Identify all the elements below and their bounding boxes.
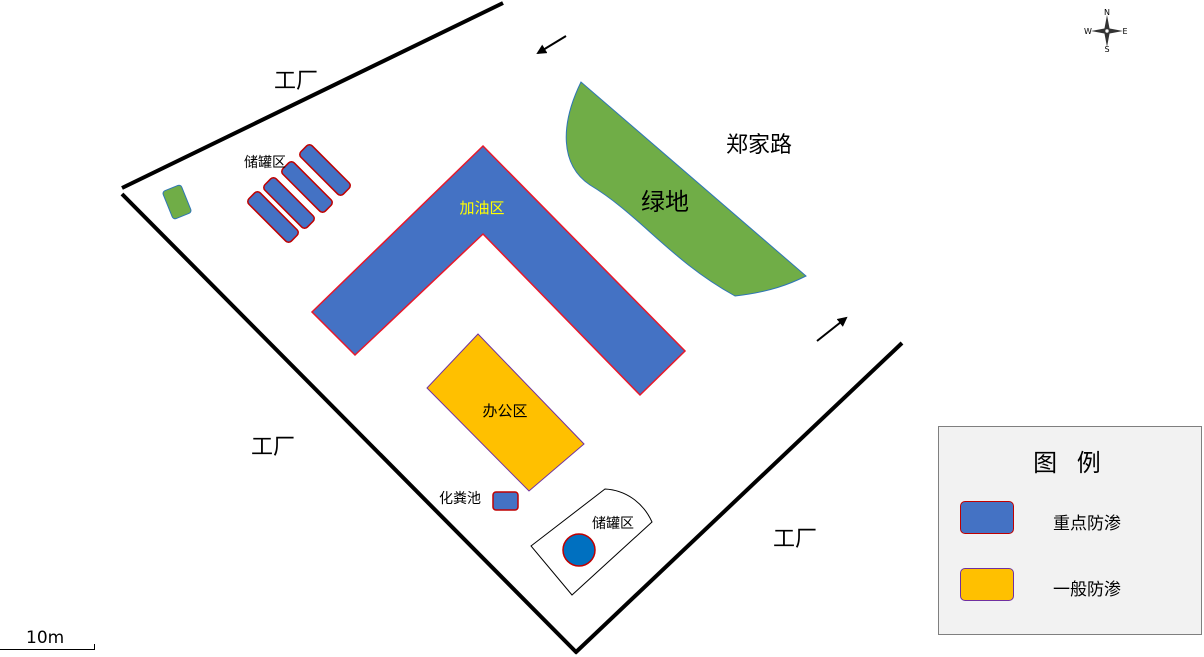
fueling-area [310, 144, 687, 397]
boundary-right [573, 341, 904, 655]
road-arrow-inbound [536, 35, 567, 55]
legend-label-key: 重点防渗 [1053, 514, 1121, 534]
legend-title: 图 例 [1033, 449, 1107, 477]
scale-tick [94, 644, 95, 650]
greenland-label: 绿地 [641, 188, 689, 216]
tank-bar [263, 177, 315, 229]
tank-circle [562, 533, 596, 567]
fueling-area-label: 加油区 [459, 199, 504, 217]
office-area-label: 办公区 [482, 402, 527, 420]
factory-label-bottom: 工厂 [773, 527, 817, 552]
tank-bar [247, 191, 299, 243]
septic-tank-label: 化粪池 [439, 491, 481, 507]
office-area [426, 333, 585, 492]
septic-tank [492, 491, 519, 511]
factory-label-top: 工厂 [274, 69, 318, 94]
compass-east: E [1122, 27, 1127, 36]
tank-area-top-label: 储罐区 [244, 155, 286, 171]
compass-icon: N S E W [1084, 8, 1127, 54]
compass-north: N [1104, 8, 1110, 17]
scale-label: 10m [26, 628, 65, 648]
legend-swatch-general [960, 568, 1014, 601]
greenland-area [565, 81, 807, 297]
scale-line [0, 649, 95, 650]
legend-label-general: 一般防渗 [1053, 580, 1121, 600]
tank-bars [247, 144, 351, 243]
tank-bar [299, 144, 351, 196]
tank-bar [281, 161, 333, 213]
tank-area-bottom-label: 储罐区 [592, 516, 634, 532]
compass-south: S [1104, 45, 1109, 54]
small-green-patch [162, 184, 192, 220]
boundary-left [120, 192, 579, 655]
road-arrow-outbound [816, 316, 848, 342]
factory-label-left: 工厂 [251, 435, 295, 460]
scale-bar: 10m [0, 628, 95, 650]
road-label: 郑家路 [726, 133, 792, 158]
compass-west: W [1084, 27, 1092, 36]
legend-swatch-key [960, 501, 1014, 534]
boundary-top [121, 1, 504, 190]
legend: 图 例 重点防渗 一般防渗 [938, 426, 1202, 635]
